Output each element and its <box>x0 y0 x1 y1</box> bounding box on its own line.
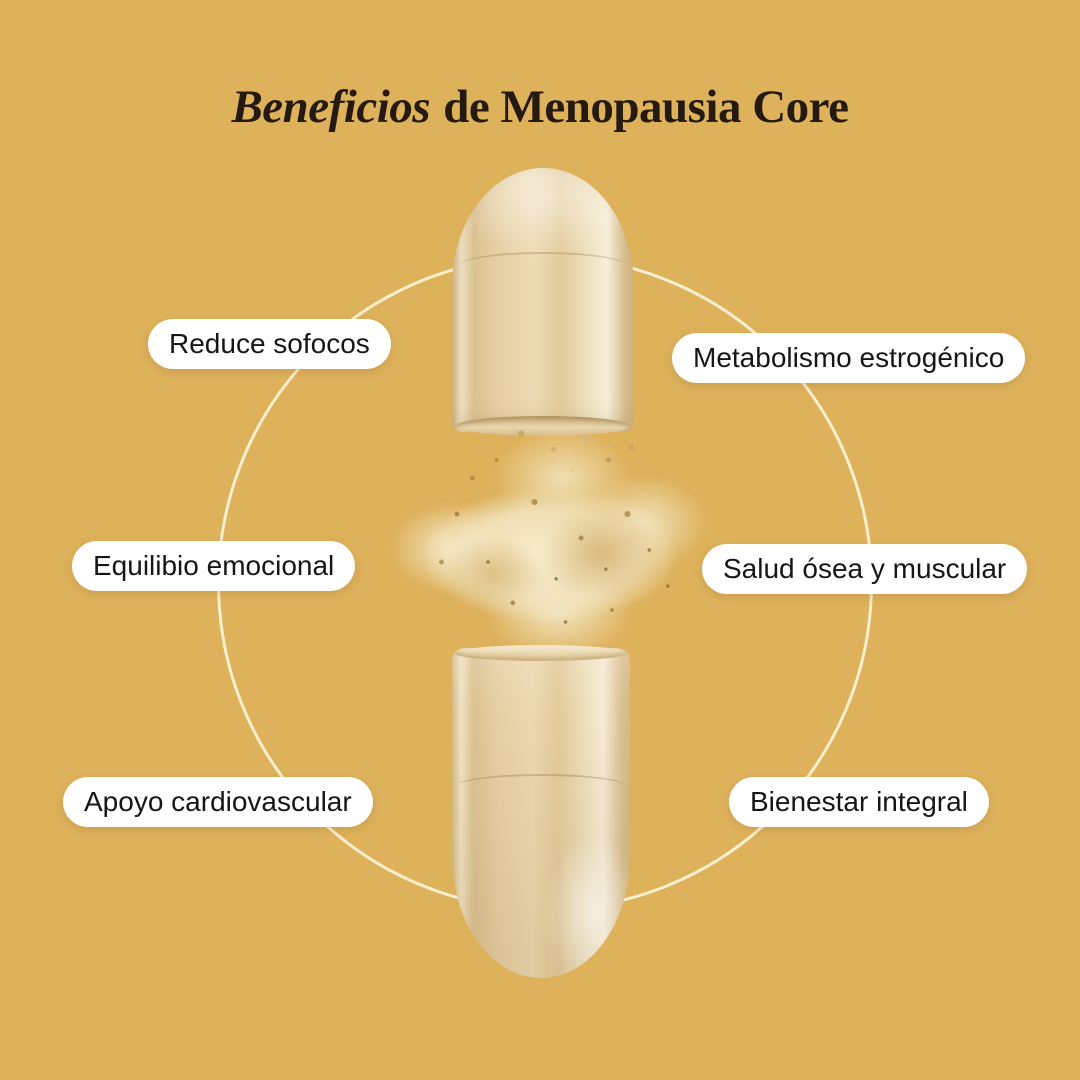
benefit-label: Apoyo cardiovascular <box>84 786 352 817</box>
powder-burst-image <box>389 426 709 670</box>
benefit-pill-equilibio-emocional: Equilibio emocional <box>72 541 356 591</box>
page-title-regular: de Menopausia Core <box>443 81 849 133</box>
benefit-label: Metabolismo estrogénico <box>693 342 1005 373</box>
benefit-label: Bienestar integral <box>750 786 968 817</box>
benefit-label: Equilibio emocional <box>93 550 335 581</box>
page-title-italic: Beneficios <box>231 81 431 133</box>
capsule-top-half-image <box>452 168 634 436</box>
benefit-label: Reduce sofocos <box>169 328 370 359</box>
benefit-pill-reduce-sofocos: Reduce sofocos <box>148 319 391 369</box>
benefit-pill-salud-osea-y-muscular: Salud ósea y muscular <box>702 544 1028 594</box>
benefit-pill-apoyo-cardiovascular: Apoyo cardiovascular <box>63 777 373 827</box>
capsule-bottom-half-image <box>452 645 630 978</box>
benefit-pill-bienestar-integral: Bienestar integral <box>729 777 989 827</box>
powder-speckles <box>395 430 705 670</box>
benefit-pill-metabolismo-estrogenico: Metabolismo estrogénico <box>672 333 1026 383</box>
benefit-label: Salud ósea y muscular <box>723 553 1007 584</box>
